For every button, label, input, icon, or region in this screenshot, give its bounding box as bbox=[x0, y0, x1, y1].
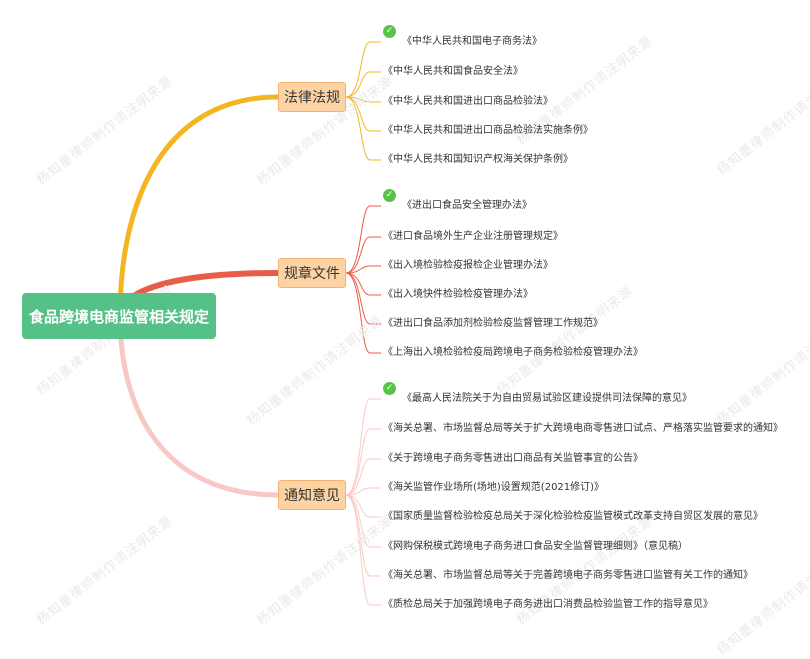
leaf-node[interactable]: 《进出口食品添加剂检验检疫监督管理工作规范》 bbox=[383, 318, 603, 329]
leaf-connector bbox=[345, 272, 381, 296]
branch-node[interactable]: 规章文件 bbox=[278, 258, 346, 288]
branch-node[interactable]: 通知意见 bbox=[278, 480, 346, 510]
root-branch-connector bbox=[117, 94, 281, 319]
leaf-connector bbox=[345, 494, 381, 606]
leaf-node[interactable]: 《关于跨境电子商务零售进出口商品有关监管事宜的公告》 bbox=[383, 453, 643, 464]
leaf-connector bbox=[345, 487, 381, 496]
checkmark-icon: ✓ bbox=[383, 382, 396, 395]
leaf-node[interactable]: 《进口食品境外生产企业注册管理规定》 bbox=[383, 231, 563, 242]
leaf-node[interactable]: 《出入境快件检验检疫管理办法》 bbox=[383, 289, 533, 300]
leaf-connector bbox=[345, 71, 381, 98]
leaf-connector bbox=[345, 272, 381, 354]
leaf-connector bbox=[345, 96, 381, 161]
leaf-node[interactable]: 《进出口食品安全管理办法》 bbox=[402, 200, 532, 211]
leaf-connector bbox=[345, 236, 381, 274]
leaf-connector bbox=[345, 265, 381, 274]
leaf-node[interactable]: 《海关总署、市场监督总局等关于完善跨境电子商务零售进口监管有关工作的通知》 bbox=[383, 570, 753, 581]
leaf-node[interactable]: 《质检总局关于加强跨境电子商务进出口消费品检验监管工作的指导意见》 bbox=[383, 599, 713, 610]
branch-node[interactable]: 法律法规 bbox=[278, 82, 346, 112]
root-branch-connector bbox=[117, 313, 281, 498]
leaf-node[interactable]: 《中华人民共和国知识产权海关保护条例》 bbox=[383, 154, 573, 165]
leaf-node[interactable]: 《中华人民共和国进出口商品检验法》 bbox=[383, 96, 553, 107]
leaf-connector bbox=[345, 205, 381, 274]
leaf-connector bbox=[345, 458, 381, 496]
leaf-node[interactable]: 《中华人民共和国食品安全法》 bbox=[383, 66, 523, 77]
leaf-connector bbox=[345, 272, 381, 325]
leaf-node[interactable]: 《海关监管作业场所(场地)设置规范(2021修订)》 bbox=[383, 482, 605, 493]
leaf-node[interactable]: 《国家质量监督检验检疫总局关于深化检验检疫监管模式改革支持自贸区发展的意见》 bbox=[383, 511, 763, 522]
leaf-connector bbox=[345, 428, 381, 496]
leaf-node[interactable]: 《最高人民法院关于为自由贸易试验区建设提供司法保障的意见》 bbox=[402, 393, 692, 404]
leaf-node[interactable]: 《中华人民共和国进出口商品检验法实施条例》 bbox=[383, 125, 593, 136]
leaf-connector bbox=[345, 494, 381, 548]
checkmark-icon: ✓ bbox=[383, 189, 396, 202]
leaf-connector bbox=[345, 494, 381, 518]
leaf-connector bbox=[345, 96, 381, 103]
leaf-node[interactable]: 《中华人民共和国电子商务法》 bbox=[402, 36, 542, 47]
root-node[interactable]: 食品跨境电商监管相关规定 bbox=[22, 293, 216, 339]
leaf-node[interactable]: 《网购保税模式跨境电子商务进口食品安全监督管理细则》（意见稿） bbox=[383, 541, 688, 552]
checkmark-icon: ✓ bbox=[383, 25, 396, 38]
leaf-node[interactable]: 《海关总署、市场监督总局等关于扩大跨境电商零售进口试点、严格落实监管要求的通知》 bbox=[383, 423, 783, 434]
leaf-connector bbox=[345, 398, 381, 496]
leaf-connector bbox=[345, 41, 381, 98]
leaf-node[interactable]: 《出入境检验检疫报检企业管理办法》 bbox=[383, 260, 553, 271]
leaf-node[interactable]: 《上海出入境检验检疫局跨境电子商务检验检疫管理办法》 bbox=[383, 347, 643, 358]
